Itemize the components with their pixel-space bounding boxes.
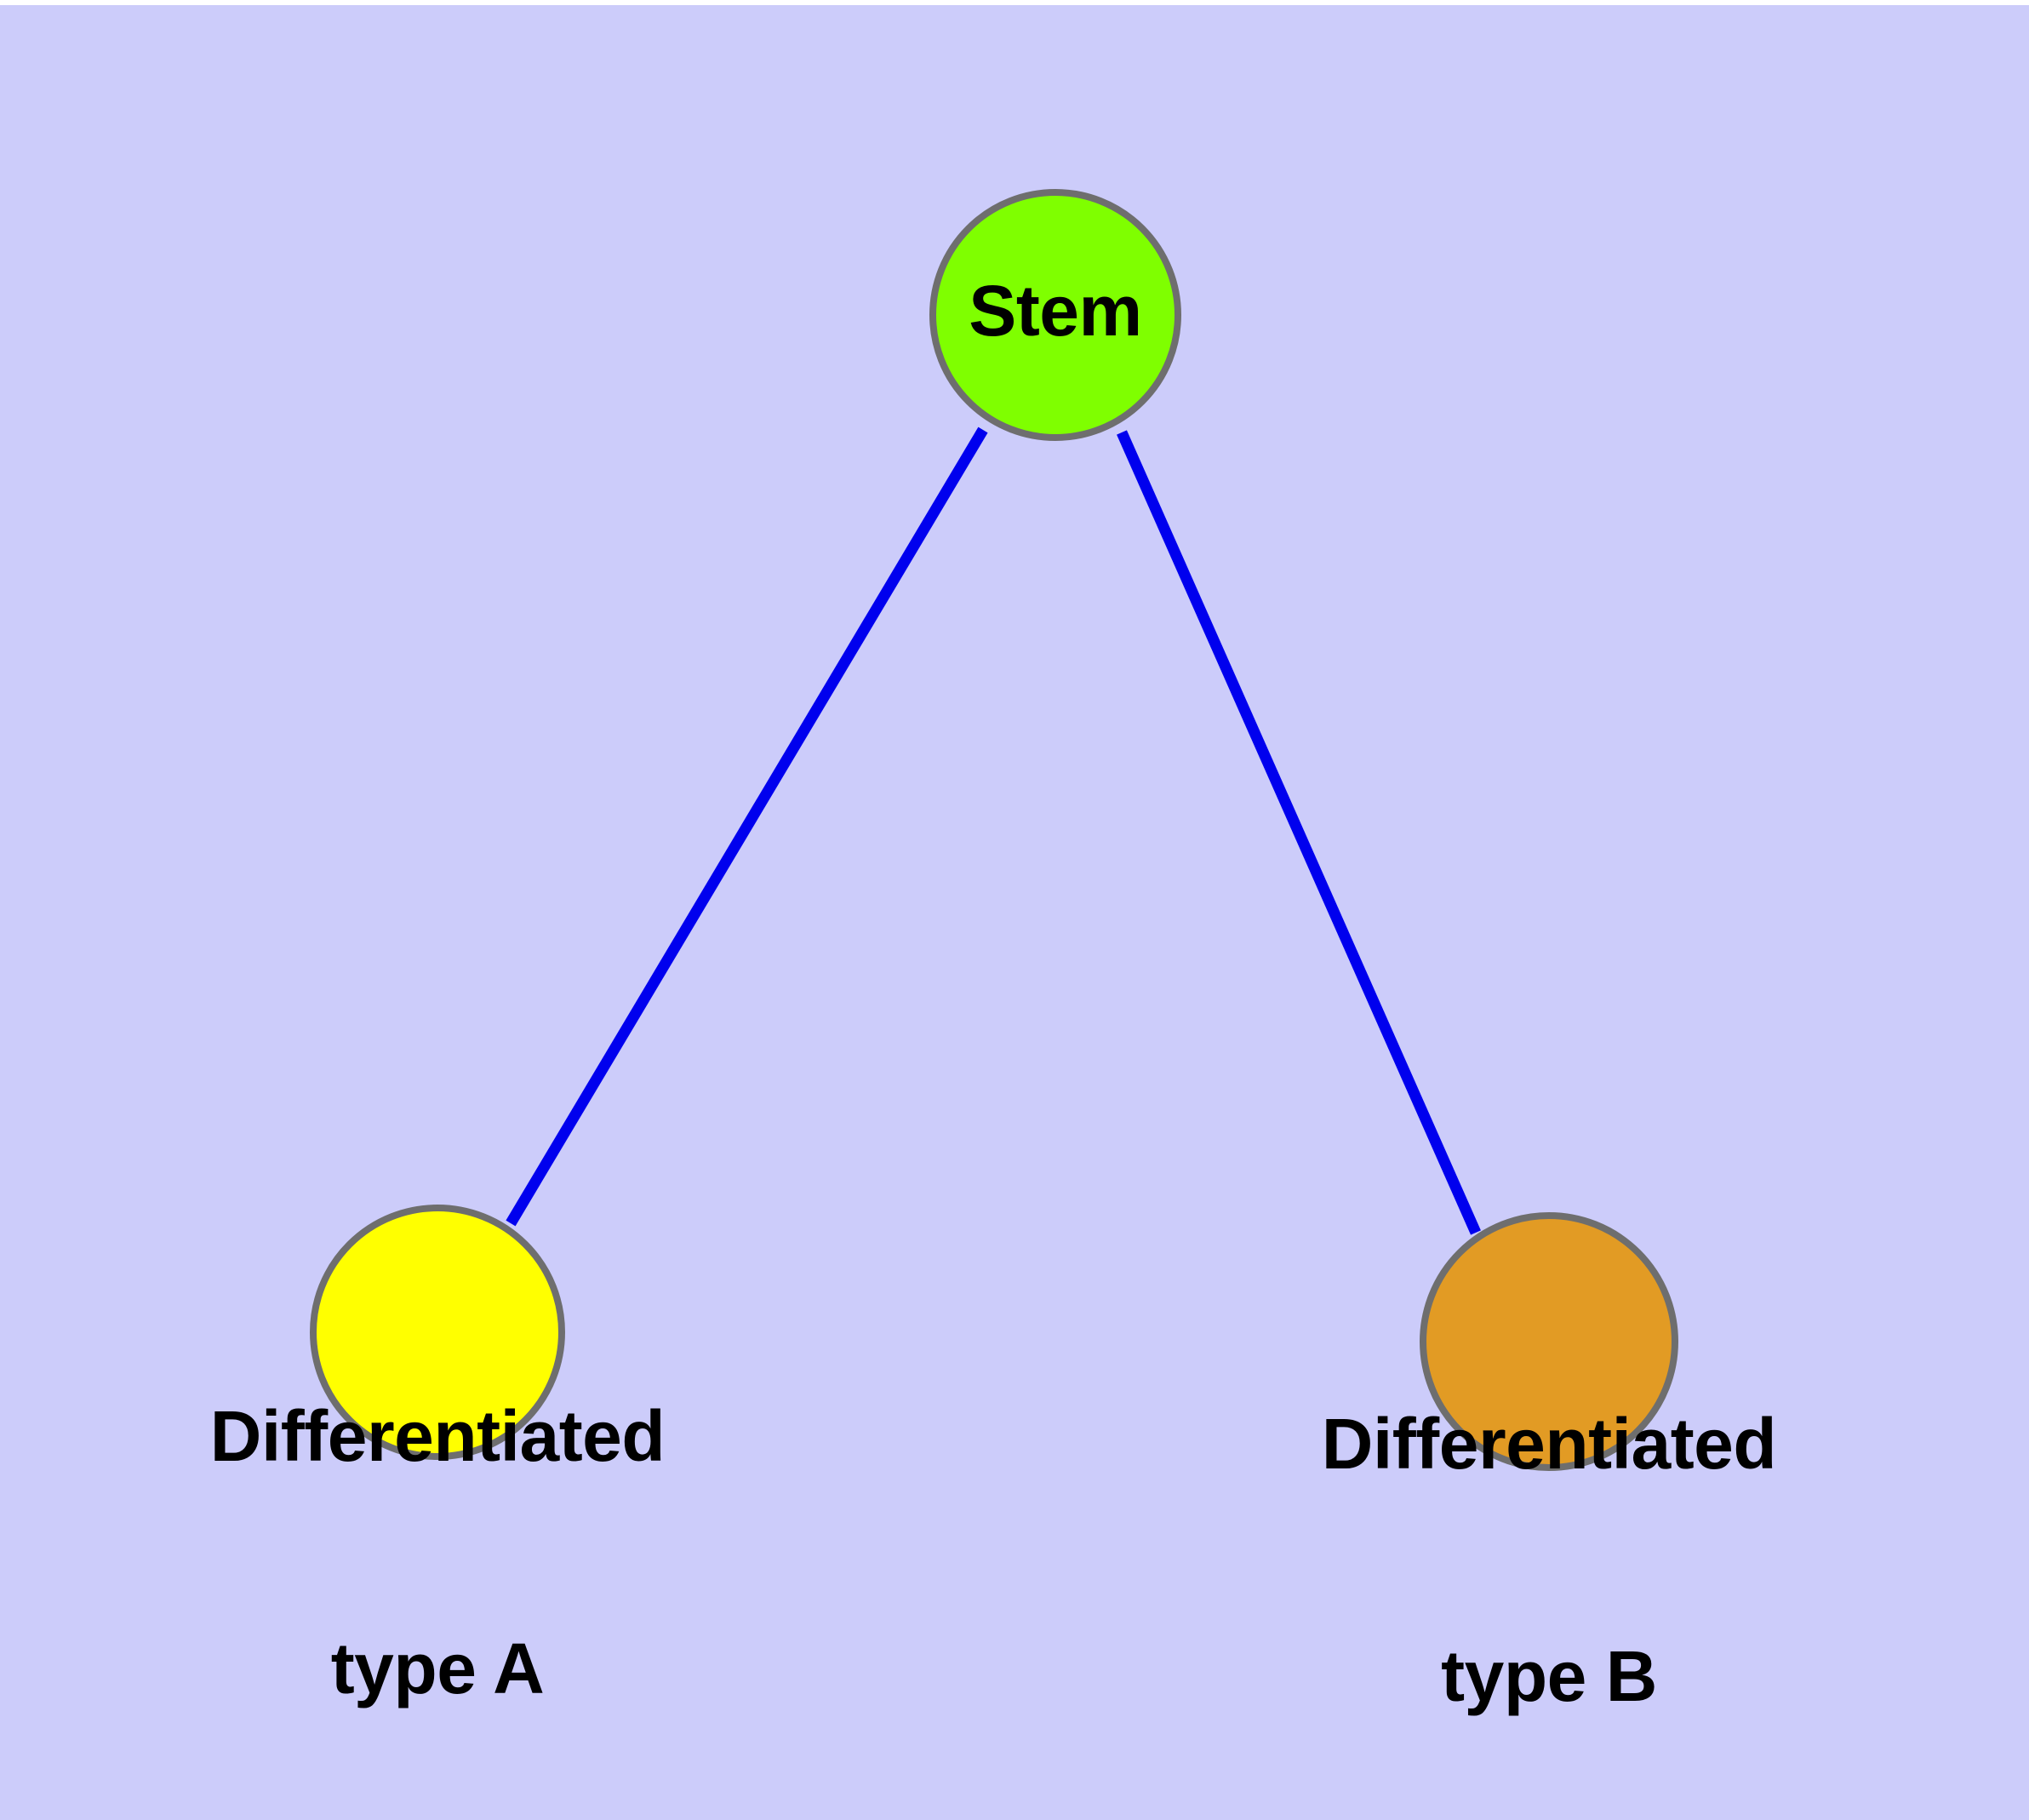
edge-stem-to-differentiated-type-a	[506, 426, 988, 1227]
node-differentiated-type-b[interactable]	[1420, 1212, 1678, 1471]
node-stem[interactable]	[929, 189, 1181, 441]
node-differentiated-type-a[interactable]	[310, 1205, 565, 1460]
edge-stem-to-differentiated-type-b	[1117, 430, 1481, 1235]
